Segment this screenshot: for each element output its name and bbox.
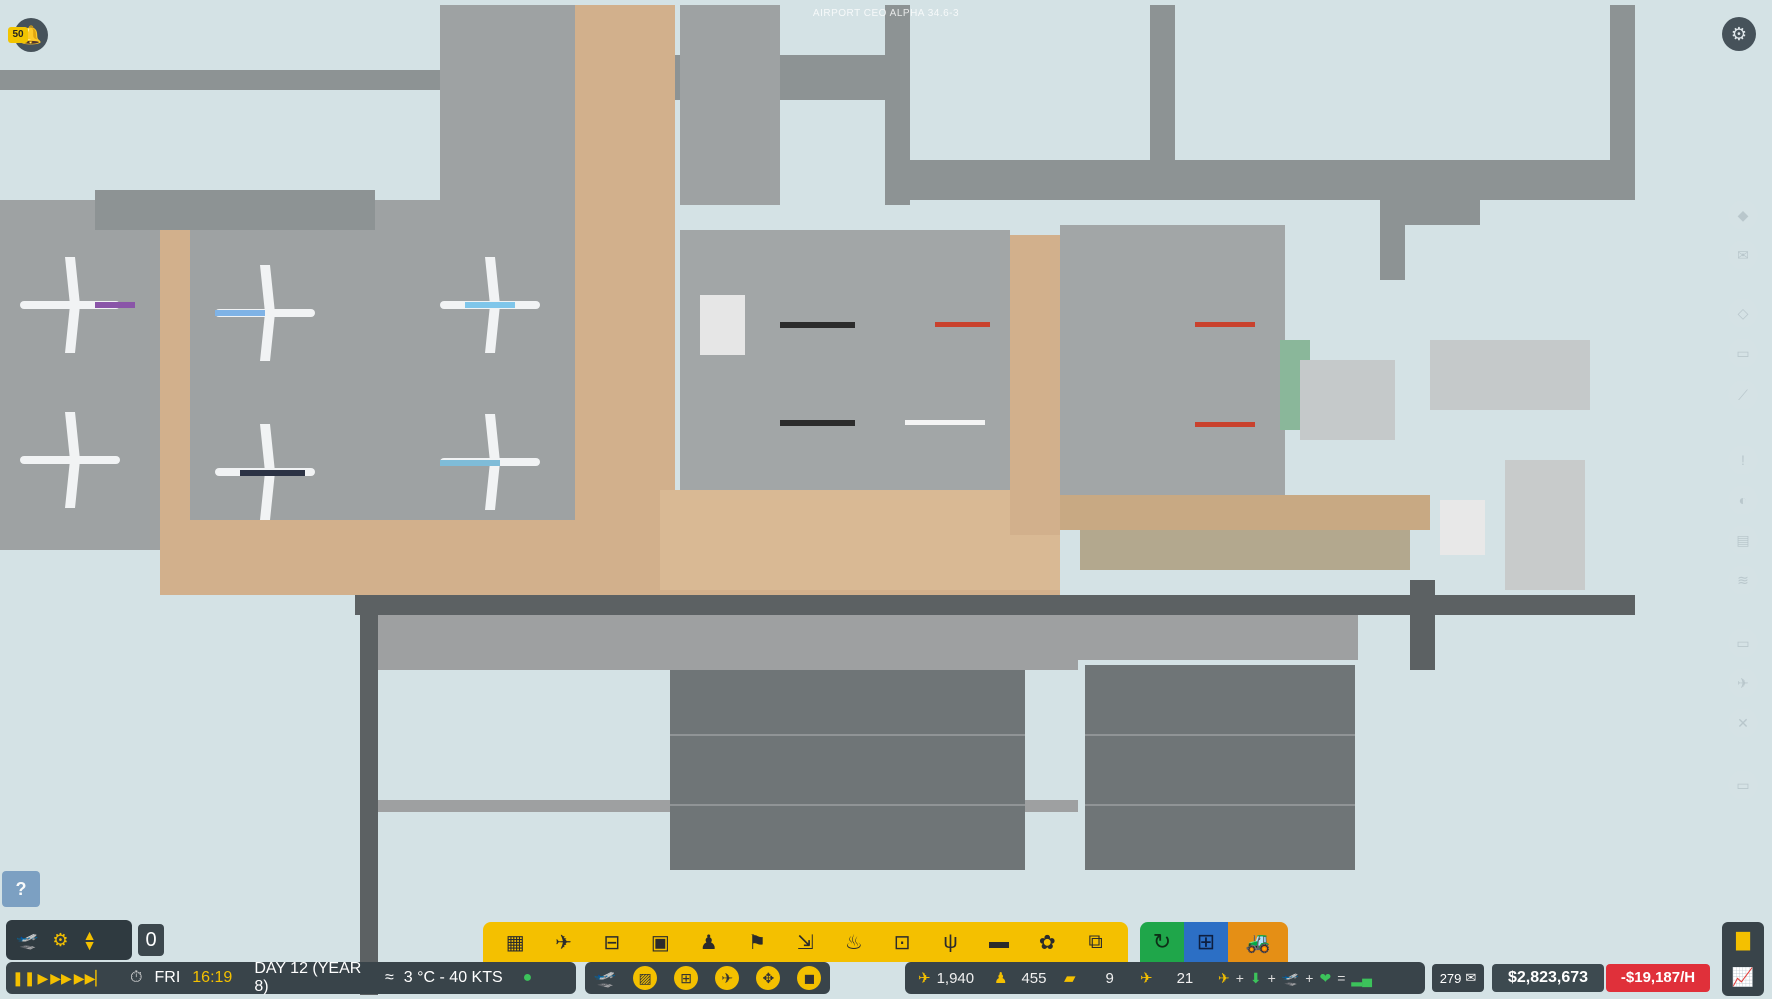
side-icon-2[interactable]: ✉ [1728,240,1758,270]
green-tool-panel[interactable]: ↻ [1140,922,1184,962]
gear-icon: ⚙ [1730,23,1748,44]
desk-tool[interactable]: ⊡ [893,931,911,954]
day-name: FRI [154,969,181,986]
orange-tool-panel[interactable]: 🚜 [1228,922,1288,962]
clock-time: 16:19 [192,969,233,986]
notification-count: 50 [8,27,28,43]
finance-button[interactable]: ▇ 📈 [1722,922,1764,996]
side-icon-6[interactable]: ! [1728,445,1758,475]
side-icon-3[interactable]: ◇ [1728,298,1758,328]
mail-count: 279 [1439,970,1462,986]
side-icon-12[interactable]: ✕ [1728,708,1758,738]
view-panel: 🛫 ⚙ ▲▼ [6,920,132,960]
briefcase-tool[interactable]: ◼ [797,966,822,990]
flight-tool[interactable]: ✈ [715,966,740,990]
check-in-tool[interactable]: ▦ [505,931,525,954]
zone-tool[interactable]: ▨ [633,966,658,990]
side-icon-1[interactable]: ◆ [1728,200,1758,230]
flights-value: 21 [1176,969,1194,987]
pause-icon[interactable]: ❚❚ [12,969,36,986]
side-icon-11[interactable]: ✈ [1728,668,1758,698]
flow-plane-icon: ✈ [1218,969,1230,986]
aircraft-tool[interactable]: ✈ [555,931,572,954]
weather-text: 3 °C - 40 KTS [403,969,503,986]
overlay-toolbar: 🛫 ▨ ⊞ ✈ ✥ ◼ [585,962,830,994]
weather-display: ≈ 3 °C - 40 KTS ● [385,962,575,994]
bus-tool[interactable]: ⊟ [603,931,621,954]
baggage-tool[interactable]: ▣ [650,931,670,954]
staff-stat[interactable]: ♟ 455 [994,962,1046,994]
stats-bar [905,962,1425,994]
side-icon-5[interactable]: ⟋ [1728,380,1758,410]
time-bar [6,962,576,994]
flow-chart-icon: ▂▄ [1351,969,1373,986]
toilet-tool[interactable]: ♨ [844,931,863,954]
gate-tool[interactable]: ⇲ [797,931,814,954]
time-display: ⏱ FRI 16:19 DAY 12 (YEAR 8) [130,960,375,995]
flow-indicator[interactable]: ✈+ ⬇+ 🛫+ ❤= ▂▄ [1218,969,1373,987]
staff-tool[interactable]: ♟ [699,931,718,954]
side-icon-9[interactable]: ≋ [1728,565,1758,595]
wind-icon: ≈ [385,969,394,986]
settings-button[interactable]: ⚙ [1722,17,1756,51]
mail-icon: ✉ [1465,970,1477,985]
flow-arrow-icon: ⬇ [1249,969,1262,986]
speed-controls[interactable]: ❚❚ ▶ ▶▶ ▶▶▏ [12,964,120,992]
passengers-stat[interactable]: ✈ 1,940 [918,962,974,994]
graph-icon: 📈 [1731,967,1755,987]
security-tool[interactable]: ⚑ [748,931,767,954]
baggage-stat[interactable]: ▰ 9 [1064,962,1114,994]
money-display[interactable]: $2,823,673 [1492,964,1604,992]
takeoff-button[interactable]: 🛫 [593,967,616,988]
bar-chart-icon: ▇ [1736,930,1750,950]
grid-tool[interactable]: ⊞ [674,966,699,990]
baggage-icon: ▰ [1064,970,1076,987]
side-icon-8[interactable]: ▤ [1728,525,1758,555]
side-icon-4[interactable]: ▭ [1728,338,1758,368]
income-rate[interactable]: -$19,187/H [1606,964,1710,992]
day-label: DAY 12 (YEAR 8) [254,960,362,995]
flow-heart-icon: ❤ [1319,969,1332,986]
side-icon-13[interactable]: ▭ [1728,770,1758,800]
cog-icon[interactable]: ⚙ [52,929,69,950]
clock-icon: ⏱ [130,969,143,986]
flow-takeoff-icon: 🛫 [1281,969,1300,986]
speed-counter: 0 [138,924,164,956]
staff-icon: ♟ [994,970,1008,987]
side-icon-10[interactable]: ▭ [1728,628,1758,658]
takeoff-icon[interactable]: 🛫 [16,929,39,950]
side-menu: ◆ ✉ ◇ ▭ ⟋ ! ◐ ▤ ≋ ▭ ✈ ✕ ▭ [1728,200,1758,800]
staff-value: 455 [1021,969,1047,987]
route-tool[interactable]: ✥ [756,966,781,990]
baggage-value: 9 [1105,969,1114,987]
fast-icon[interactable]: ▶▶ [50,969,72,986]
up-down-icon[interactable]: ▲▼ [82,927,97,953]
seating-tool[interactable]: ▬ [988,930,1009,953]
mail-stat[interactable]: 279 ✉ [1432,964,1484,992]
stack-tool[interactable]: ⧉ [1088,930,1103,953]
fastest-icon[interactable]: ▶▶▏ [73,969,107,986]
build-toolbar: ▦ ✈ ⊟ ▣ ♟ ⚑ ⇲ ♨ ⊡ ψ ▬ ✿ ⧉ [483,922,1128,962]
leaf-icon: ● [522,969,533,986]
blue-tool-panel[interactable]: ⊞ [1184,922,1228,962]
game-version: AIRPORT CEO ALPHA 34.6-3 [812,8,960,19]
help-button[interactable]: ? [2,871,40,907]
play-icon[interactable]: ▶ [37,969,49,986]
food-tool[interactable]: ψ [943,930,958,953]
passengers-value: 1,940 [936,969,975,987]
decor-tool[interactable]: ✿ [1038,931,1056,954]
flights-stat[interactable]: ✈ 21 [1140,962,1193,994]
side-icon-7[interactable]: ◐ [1728,485,1758,515]
passenger-icon: ✈ [918,970,931,987]
flight-icon: ✈ [1140,970,1153,987]
